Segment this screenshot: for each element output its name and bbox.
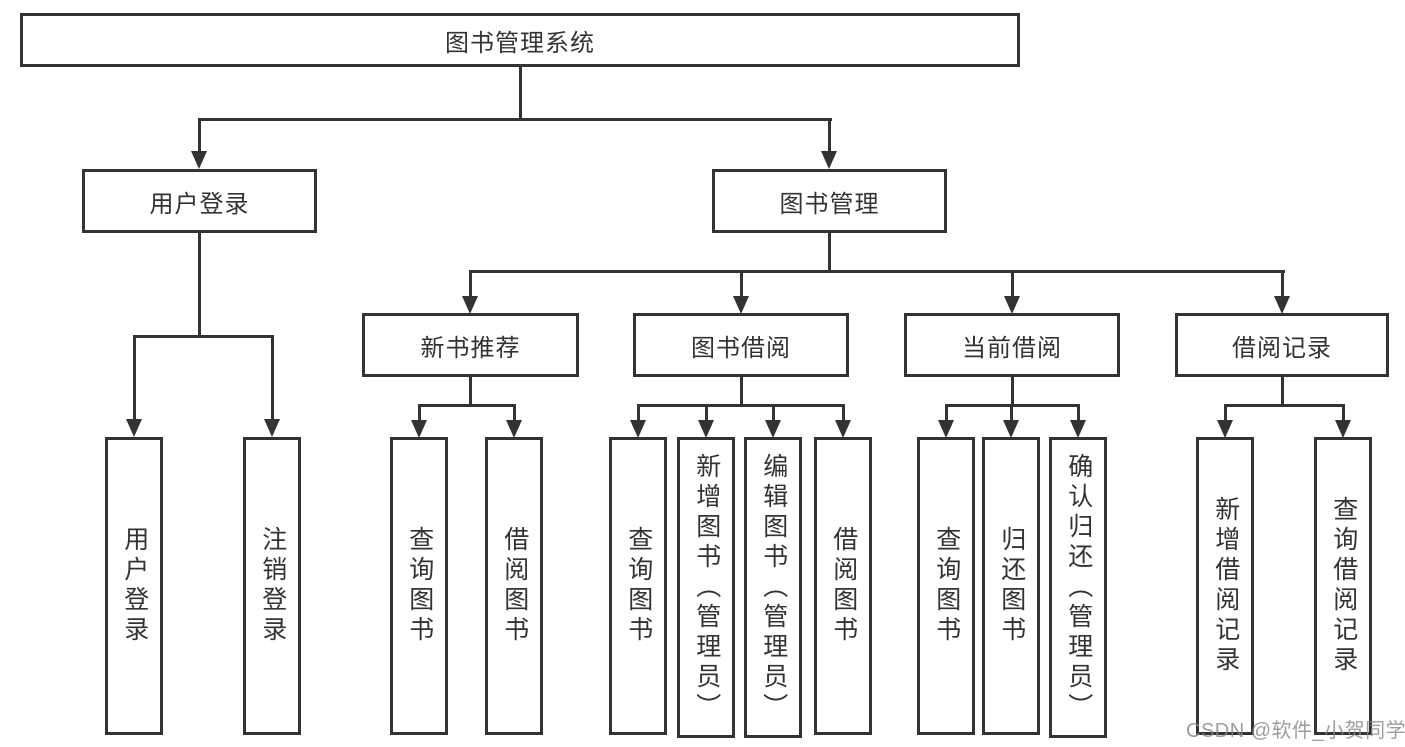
connector-line	[1011, 270, 1014, 298]
connector-line	[1281, 270, 1284, 298]
node-book-management: 图书管理	[712, 169, 947, 233]
leaf-query-books-recommend: 查询图书	[390, 437, 448, 735]
connector-line	[772, 404, 775, 421]
connector-line	[418, 404, 516, 407]
leaf-add-borrow-record: 新增借阅记录	[1196, 437, 1254, 735]
leaf-user-login: 用户登录	[105, 437, 163, 735]
arrowhead-down-icon	[1003, 420, 1019, 438]
connector-line	[637, 404, 640, 421]
connector-line	[1224, 404, 1345, 407]
connector-line	[133, 335, 136, 420]
leaf-confirm-return-admin: 确认归还（管理员）	[1049, 437, 1107, 738]
connector-line	[133, 335, 274, 338]
connector-line	[1281, 377, 1284, 407]
arrowhead-down-icon	[1217, 420, 1233, 438]
connector-line	[828, 118, 831, 152]
arrowhead-down-icon	[821, 151, 837, 169]
connector-line	[469, 377, 472, 407]
leaf-edit-book-admin: 编辑图书（管理员）	[744, 437, 802, 738]
arrowhead-down-icon	[1070, 420, 1086, 438]
node-new-book-recommend: 新书推荐	[362, 313, 579, 377]
arrowhead-down-icon	[506, 420, 522, 438]
arrowhead-down-icon	[630, 420, 646, 438]
arrowhead-down-icon	[264, 419, 280, 437]
leaf-add-book-admin: 新增图书（管理员）	[677, 437, 735, 738]
connector-line	[198, 233, 201, 338]
node-user-login: 用户登录	[82, 169, 317, 233]
connector-line	[469, 270, 472, 298]
arrowhead-down-icon	[1004, 296, 1020, 314]
arrowhead-down-icon	[765, 420, 781, 438]
leaf-return-book: 归还图书	[982, 437, 1040, 735]
node-book-borrow: 图书借阅	[633, 313, 849, 377]
arrowhead-down-icon	[938, 420, 954, 438]
connector-line	[740, 270, 743, 298]
arrowhead-down-icon	[1274, 296, 1290, 314]
arrowhead-down-icon	[835, 420, 851, 438]
connector-line	[1011, 377, 1014, 407]
node-root-system: 图书管理系统	[20, 13, 1020, 67]
connector-line	[842, 404, 845, 421]
leaf-query-books-current: 查询图书	[917, 437, 975, 735]
leaf-borrow-books-borrow: 借阅图书	[814, 437, 872, 735]
connector-line	[418, 404, 421, 421]
leaf-logout: 注销登录	[243, 437, 301, 735]
leaf-query-borrow-record: 查询借阅记录	[1314, 437, 1372, 735]
connector-line	[271, 335, 274, 420]
connector-line	[1010, 404, 1013, 421]
connector-line	[519, 67, 522, 121]
arrowhead-down-icon	[733, 296, 749, 314]
connector-line	[637, 404, 845, 407]
connector-line	[1342, 404, 1345, 421]
connector-line	[198, 118, 201, 152]
connector-line	[1224, 404, 1227, 421]
connector-line	[828, 233, 831, 273]
connector-line	[469, 270, 1285, 273]
arrowhead-down-icon	[126, 419, 142, 437]
connector-line	[198, 118, 832, 121]
node-borrow-records: 借阅记录	[1175, 313, 1389, 377]
arrowhead-down-icon	[411, 420, 427, 438]
connector-line	[1077, 404, 1080, 421]
connector-line	[705, 404, 708, 421]
leaf-borrow-books-recommend: 借阅图书	[485, 437, 543, 735]
connector-line	[740, 377, 743, 407]
arrowhead-down-icon	[698, 420, 714, 438]
leaf-query-books-borrow: 查询图书	[609, 437, 667, 735]
connector-line	[513, 404, 516, 421]
arrowhead-down-icon	[462, 296, 478, 314]
arrowhead-down-icon	[191, 151, 207, 169]
csdn-watermark: CSDN @软件_小贺同学	[1186, 720, 1405, 742]
arrowhead-down-icon	[1335, 420, 1351, 438]
node-current-borrow: 当前借阅	[904, 313, 1120, 377]
connector-line	[945, 404, 948, 421]
